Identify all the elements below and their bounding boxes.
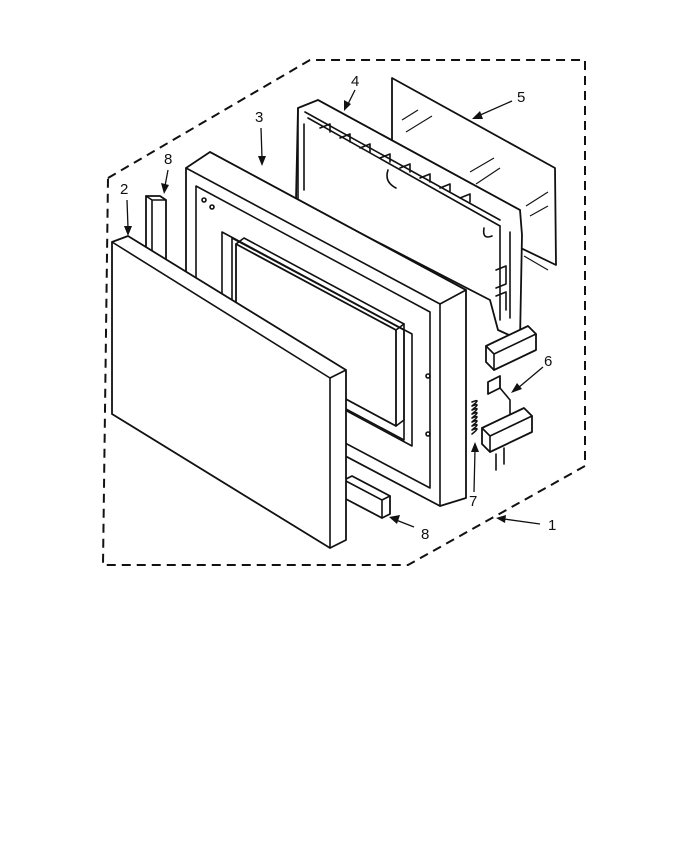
part-latch [481, 325, 537, 471]
part-choke-bottom [343, 475, 391, 519]
callout-choke-bottom: 8 [421, 526, 429, 543]
callout-window-glass: 5 [517, 89, 525, 106]
callout-assembly: 1 [548, 517, 556, 534]
assembly-boundary [101, 59, 586, 566]
leader-arrows [124, 89, 544, 528]
callout-spring: 7 [469, 493, 477, 510]
callout-latch: 6 [544, 353, 552, 370]
callout-door-frame: 3 [255, 109, 263, 126]
callout-inner-frame: 4 [351, 73, 359, 90]
callout-choke-top: 8 [164, 151, 172, 168]
part-spring [471, 399, 478, 435]
callout-door-panel: 2 [120, 181, 128, 198]
part-inner-frame [295, 99, 523, 341]
